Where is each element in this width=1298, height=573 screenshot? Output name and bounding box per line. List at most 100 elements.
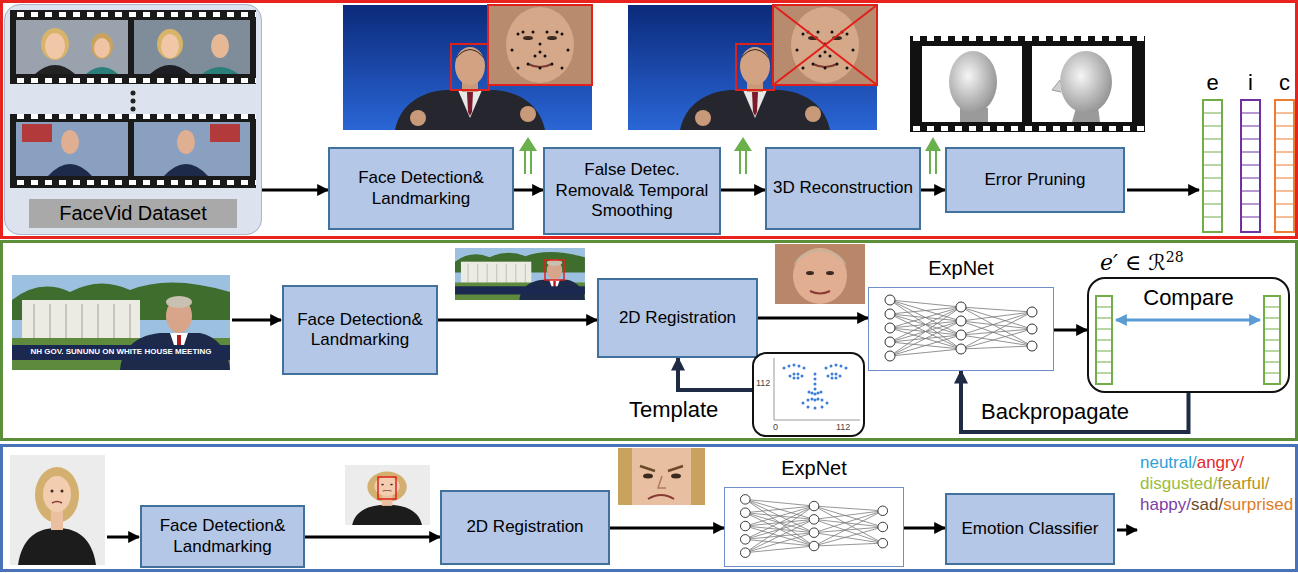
emotion-label: sad/ bbox=[1191, 494, 1223, 515]
dataset-filmstrips bbox=[41, 28, 69, 60]
flow-arrow bbox=[610, 527, 724, 530]
face-mesh-film bbox=[910, 126, 1145, 131]
detected-thumbnail bbox=[545, 260, 564, 280]
subject-photo bbox=[18, 528, 96, 565]
neural-net bbox=[885, 309, 895, 319]
face-mesh-film bbox=[1060, 51, 1112, 113]
dataset-box: FaceVid Dataset bbox=[4, 4, 262, 235]
dataset-filmstrips bbox=[4, 4, 262, 235]
neural-net bbox=[885, 295, 1037, 361]
detection-photo bbox=[455, 47, 485, 85]
parameter-vector bbox=[1241, 100, 1260, 232]
news-photo bbox=[22, 300, 140, 340]
template-plot: 1120112 bbox=[752, 352, 865, 437]
dataset-filmstrips bbox=[210, 124, 240, 142]
news-photo bbox=[12, 275, 230, 370]
flow-arrow bbox=[107, 190, 1199, 537]
dataset-filmstrips bbox=[211, 34, 229, 58]
dataset-filmstrips bbox=[202, 67, 238, 74]
compare-vectors bbox=[1264, 296, 1280, 384]
detection-photo bbox=[395, 90, 545, 130]
dataset-filmstrips bbox=[10, 114, 256, 188]
box-label: 2D Registration bbox=[619, 308, 736, 328]
axis-number: 0 bbox=[773, 422, 778, 433]
neural-net bbox=[885, 295, 895, 305]
neural-net bbox=[956, 302, 966, 312]
parameter-vector bbox=[1275, 113, 1294, 217]
process-box: Emotion Classifier bbox=[945, 493, 1115, 565]
flow-arrow bbox=[904, 527, 945, 530]
face-mesh-film bbox=[949, 51, 997, 113]
landmark-template bbox=[784, 365, 846, 408]
process-box: 2D Registration bbox=[440, 490, 610, 565]
dataset-filmstrips bbox=[164, 164, 208, 176]
news-photo bbox=[12, 345, 230, 360]
flow-arrow bbox=[232, 319, 281, 322]
flow-arrow bbox=[721, 189, 765, 192]
detection-photo bbox=[488, 5, 592, 85]
network-box: ExpNet bbox=[868, 287, 1054, 371]
box-label: Face Detection& Landmarking bbox=[336, 168, 506, 209]
face-mesh-film bbox=[1052, 80, 1061, 92]
dataset-filmstrips bbox=[134, 20, 250, 74]
neural-net bbox=[1027, 324, 1037, 334]
compare-vectors bbox=[1096, 307, 1112, 373]
subject-photo bbox=[52, 502, 62, 504]
dataset-filmstrips bbox=[10, 180, 256, 185]
extraction-arrow bbox=[739, 150, 741, 174]
face-crop bbox=[810, 291, 830, 294]
flow-arrow bbox=[758, 317, 868, 320]
face-crop bbox=[643, 474, 653, 479]
vector-letter: e bbox=[1203, 70, 1222, 95]
emotion-label: angry/ bbox=[1197, 452, 1244, 473]
face-mesh-film bbox=[1032, 46, 1132, 122]
detection-photo bbox=[410, 110, 426, 126]
landmark-template bbox=[774, 358, 860, 420]
face-crop bbox=[671, 474, 681, 479]
dataset-filmstrips bbox=[134, 122, 250, 176]
detected-thumbnail bbox=[455, 248, 585, 300]
extraction-arrow bbox=[530, 150, 532, 174]
edge-label: Backpropagate bbox=[978, 399, 1132, 425]
neural-net bbox=[956, 344, 966, 354]
panel-frame bbox=[2, 242, 1297, 440]
face-crop bbox=[806, 271, 814, 275]
flow-arrow bbox=[921, 189, 945, 192]
dataset-filmstrips bbox=[10, 10, 256, 84]
emotion-label: happy/ bbox=[1140, 494, 1191, 515]
parameter-vector bbox=[1241, 113, 1260, 217]
extraction-arrow bbox=[734, 137, 752, 151]
compare-vectors bbox=[1264, 307, 1280, 373]
dataset-filmstrips bbox=[22, 124, 52, 142]
neural-net bbox=[740, 495, 887, 558]
removal-photo bbox=[773, 5, 877, 85]
dataset-filmstrips bbox=[94, 38, 110, 58]
process-box: False Detec. Removal& Temporal Smoothing bbox=[543, 147, 721, 235]
box-label: Compare bbox=[1089, 285, 1288, 311]
compare-vectors bbox=[1116, 319, 1260, 322]
neural-net bbox=[1027, 341, 1037, 351]
neural-net bbox=[885, 323, 895, 333]
detection-photo bbox=[523, 36, 533, 40]
dataset-filmstrips bbox=[16, 20, 128, 74]
extraction-arrow bbox=[925, 137, 941, 151]
compare-box: Compare bbox=[1087, 277, 1290, 393]
dataset-filmstrips bbox=[10, 12, 256, 17]
subject-photo bbox=[43, 476, 71, 512]
subject-photo bbox=[61, 490, 64, 493]
box-label: Face Detection& Landmarking bbox=[148, 516, 297, 557]
flow-arrow bbox=[107, 536, 139, 539]
caption-text: NH GOV. SUNUNU ON WHITE HOUSE MEETING bbox=[14, 347, 228, 356]
box-label: 2D Registration bbox=[466, 517, 583, 537]
parameter-vector bbox=[1275, 100, 1294, 232]
dataset-filmstrips bbox=[4, 4, 262, 235]
process-box: Face Detection& Landmarking bbox=[140, 505, 305, 568]
detection-photo bbox=[547, 36, 557, 40]
math-label: 28 bbox=[1166, 249, 1184, 265]
network-box: ExpNet bbox=[724, 487, 904, 567]
face-crop bbox=[648, 495, 674, 499]
flow-arrow bbox=[514, 189, 543, 192]
neural-net bbox=[956, 330, 966, 340]
